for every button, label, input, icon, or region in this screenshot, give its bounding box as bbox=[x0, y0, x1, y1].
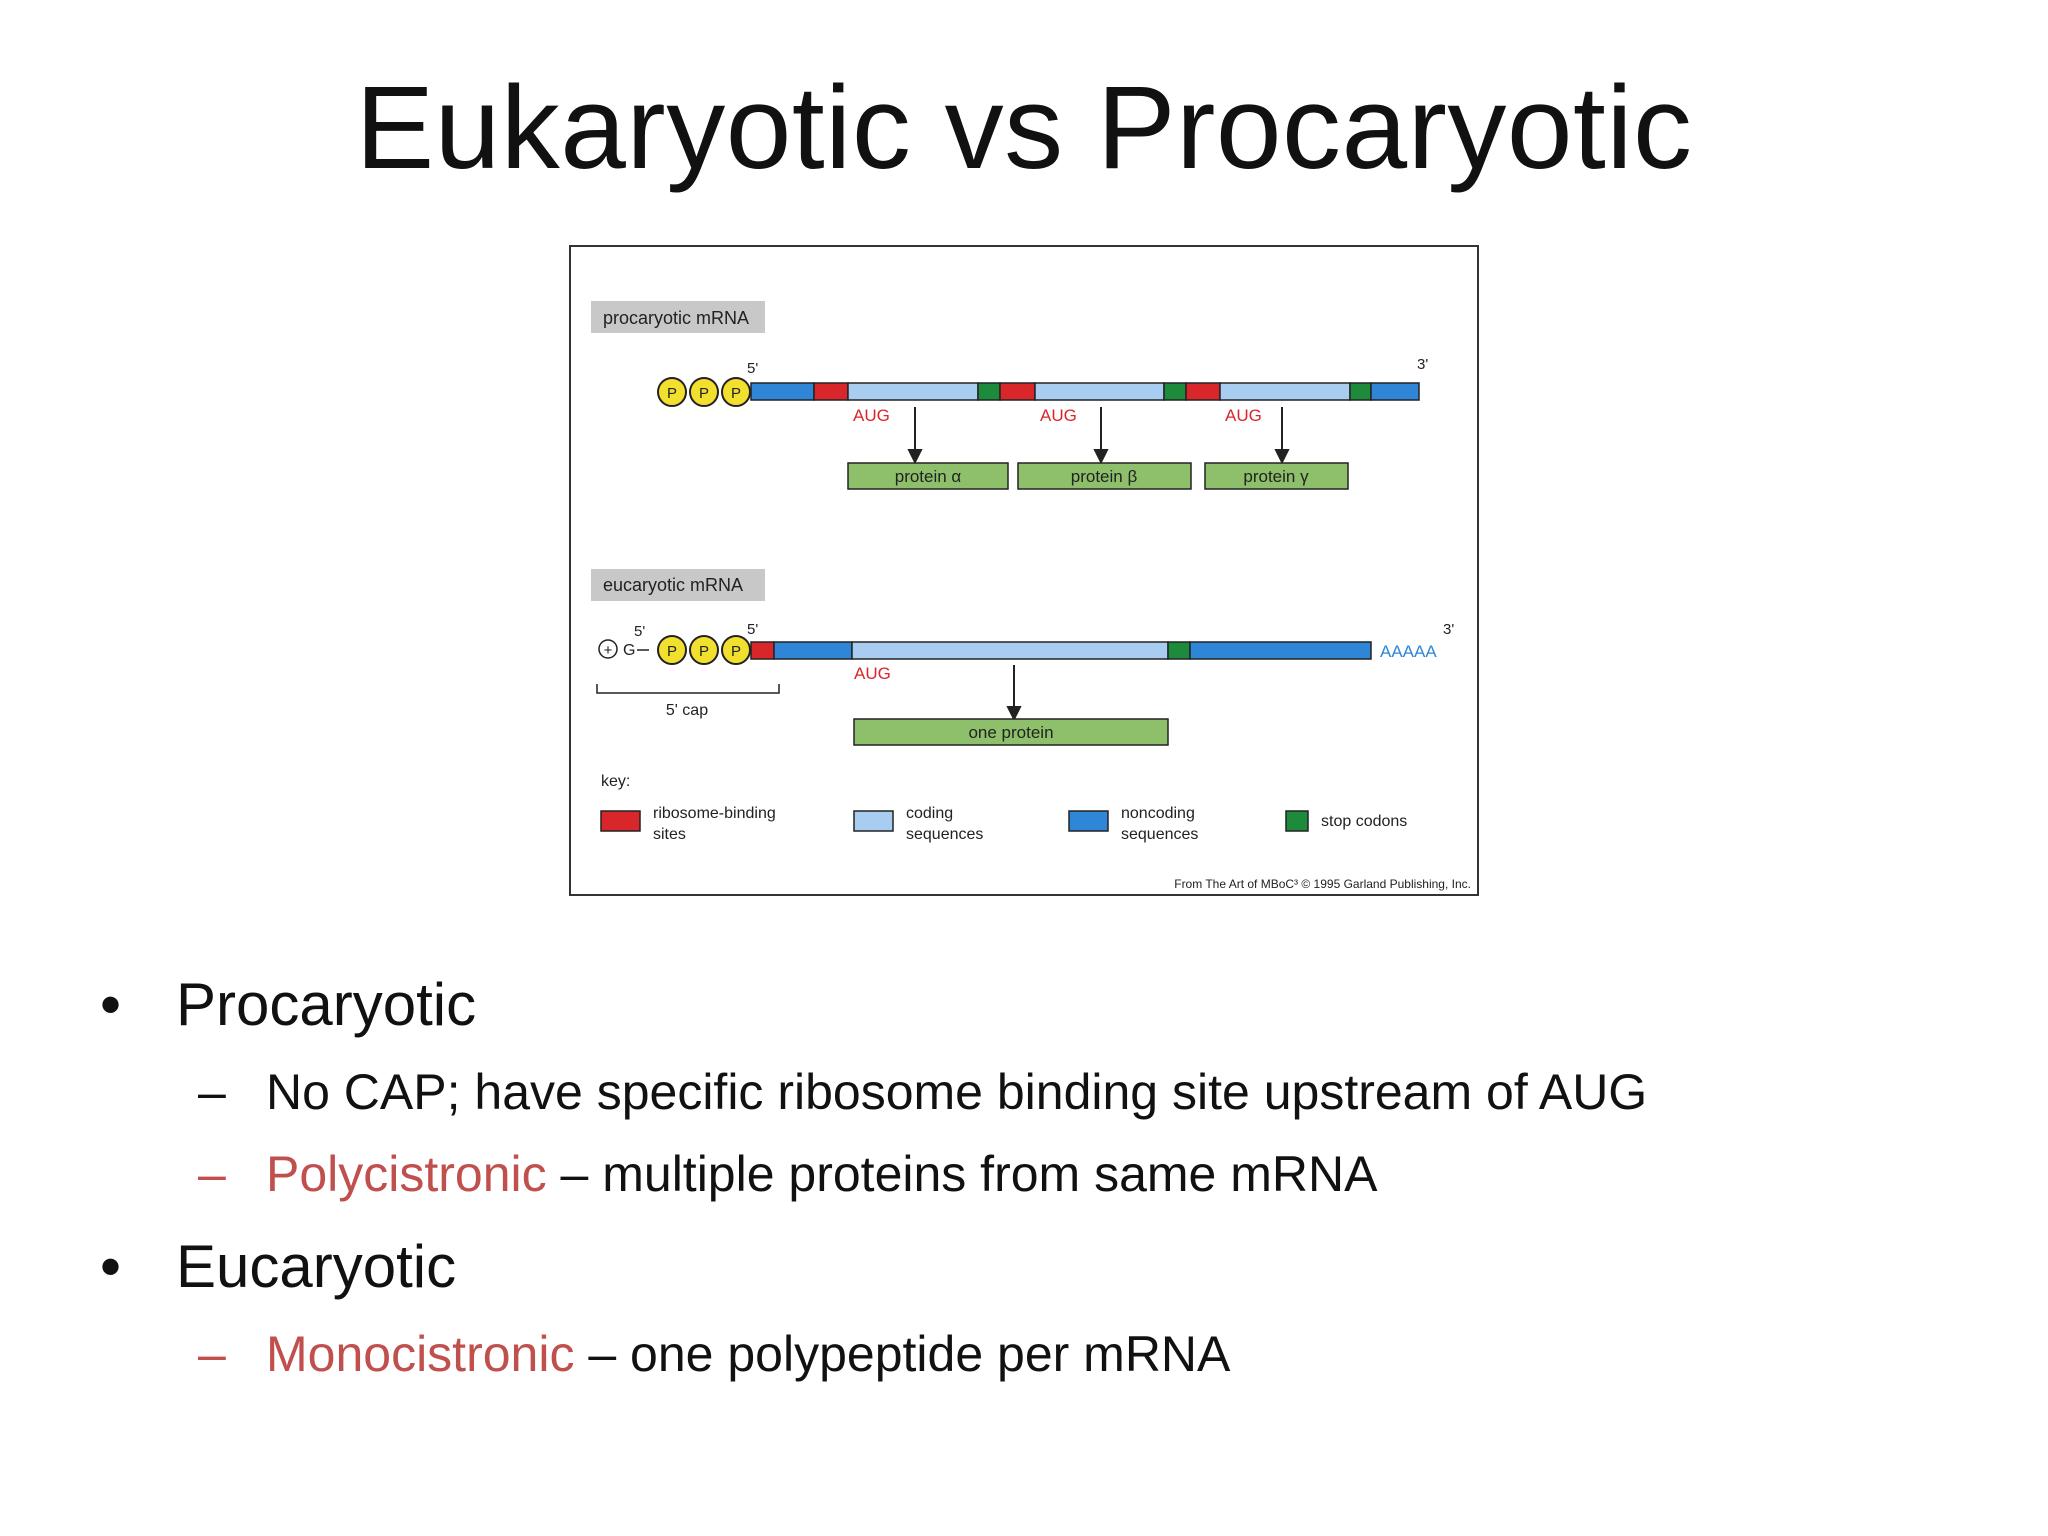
sub-bullet-dash: – bbox=[198, 1146, 226, 1202]
one-protein-box bbox=[853, 718, 1169, 746]
key-stop-swatch bbox=[1285, 810, 1309, 832]
svg-text:P: P bbox=[731, 385, 741, 402]
key-noncoding-swatch bbox=[1068, 810, 1109, 832]
protein-beta-box bbox=[1017, 462, 1192, 490]
eucaryotic-label-bg bbox=[591, 569, 765, 601]
aug-label-1: AUG bbox=[853, 406, 890, 425]
svg-text:P: P bbox=[667, 385, 677, 402]
svg-text:P: P bbox=[699, 385, 709, 402]
eucaryotic-3prime: 3' bbox=[1443, 621, 1454, 638]
procaryotic-5prime: 5' bbox=[747, 360, 758, 377]
sub-bullet-text: – multiple proteins from same mRNA bbox=[546, 1146, 1378, 1202]
protein-alpha-box bbox=[847, 462, 1009, 490]
poly-a-tail: AAAAA bbox=[1380, 642, 1437, 661]
key-stop-label: stop codons bbox=[1321, 813, 1407, 830]
slide-title: Eukaryotic vs Procaryotic bbox=[355, 62, 1693, 194]
aug-label-2: AUG bbox=[1040, 406, 1077, 425]
procaryotic-label-bg bbox=[591, 301, 765, 333]
cap-label: 5' cap bbox=[666, 702, 708, 719]
procaryotic-strand bbox=[750, 382, 1420, 401]
svg-text:P: P bbox=[667, 643, 677, 660]
key-noncoding-line1: noncoding bbox=[1121, 805, 1195, 822]
svg-text:+: + bbox=[604, 642, 613, 659]
bullet-eucaryotic: • Eucaryotic bbox=[100, 1232, 456, 1301]
key-rbs-line2: sites bbox=[653, 826, 686, 843]
procaryotic-label: procaryotic mRNA bbox=[603, 308, 749, 328]
key-coding-swatch bbox=[853, 810, 894, 832]
protein-gamma-box bbox=[1204, 462, 1349, 490]
term-monocistronic: Monocistronic bbox=[266, 1326, 575, 1382]
bullet-dot: • bbox=[100, 971, 122, 1038]
procaryotic-3prime: 3' bbox=[1417, 356, 1428, 373]
sub-bullet-polycistronic: –Polycistronic – multiple proteins from … bbox=[198, 1145, 1377, 1203]
figure-credit: From The Art of MBoC³ © 1995 Garland Pub… bbox=[1174, 877, 1471, 891]
procaryotic-arrows bbox=[907, 407, 1290, 465]
mrna-diagram-svg: procaryotic mRNA P P P 5' 3' bbox=[591, 301, 1471, 891]
svg-text:P: P bbox=[699, 643, 709, 660]
bullet-text: Eucaryotic bbox=[176, 1233, 457, 1300]
bullet-procaryotic: • Procaryotic bbox=[100, 970, 476, 1039]
eucaryotic-phosphates: P P P bbox=[657, 635, 751, 665]
eucaryotic-label: eucaryotic mRNA bbox=[603, 575, 743, 595]
svg-text:G: G bbox=[623, 642, 635, 659]
protein-alpha-label: protein α bbox=[895, 467, 962, 486]
key-rbs-swatch bbox=[600, 810, 641, 832]
aug-label-3: AUG bbox=[1225, 406, 1262, 425]
sub-bullet-no-cap: –No CAP; have specific ribosome binding … bbox=[198, 1063, 1647, 1121]
key-coding-line1: coding bbox=[906, 805, 953, 822]
key-rbs-line1: ribosome-binding bbox=[653, 805, 776, 822]
key-label: key: bbox=[601, 773, 630, 790]
cap-structure: + G 5' bbox=[598, 623, 649, 659]
aug-label-euk: AUG bbox=[854, 664, 891, 683]
eucaryotic-strand bbox=[750, 641, 1372, 660]
one-protein-label: one protein bbox=[968, 723, 1053, 742]
svg-text:5': 5' bbox=[634, 623, 645, 640]
mrna-diagram: procaryotic mRNA P P P 5' 3' bbox=[569, 245, 1479, 896]
key-coding-line2: sequences bbox=[906, 826, 983, 843]
protein-beta-label: protein β bbox=[1071, 467, 1138, 486]
sub-bullet-dash: – bbox=[198, 1064, 226, 1120]
sub-bullet-monocistronic: –Monocistronic – one polypeptide per mRN… bbox=[198, 1325, 1230, 1383]
eucaryotic-arrow bbox=[1006, 665, 1022, 722]
sub-bullet-dash: – bbox=[198, 1326, 226, 1382]
term-polycistronic: Polycistronic bbox=[266, 1146, 547, 1202]
protein-gamma-label: protein γ bbox=[1243, 467, 1309, 486]
sub-bullet-text: No CAP; have specific ribosome binding s… bbox=[266, 1064, 1648, 1120]
eucaryotic-5prime: 5' bbox=[747, 621, 758, 638]
bullet-dot: • bbox=[100, 1233, 122, 1300]
key-noncoding-line2: sequences bbox=[1121, 826, 1198, 843]
bullet-text: Procaryotic bbox=[176, 971, 477, 1038]
svg-text:P: P bbox=[731, 643, 741, 660]
sub-bullet-text: – one polypeptide per mRNA bbox=[574, 1326, 1231, 1382]
procaryotic-phosphates: P P P bbox=[657, 377, 751, 407]
cap-bracket bbox=[596, 684, 780, 694]
